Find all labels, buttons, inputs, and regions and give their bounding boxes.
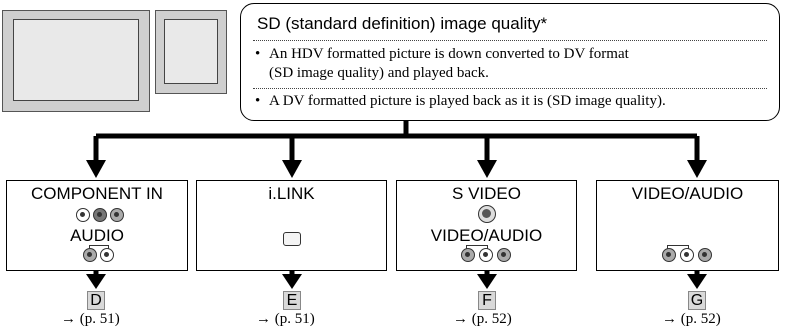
connection-subtitle: AUDIO: [70, 226, 124, 245]
connection-box-svideo: S VIDEO VIDEO/AUDIO: [396, 180, 577, 271]
down-arrow-icon: [282, 160, 302, 178]
bullet-text: A DV formatted picture is played back as…: [269, 93, 666, 109]
audio-jack-icon: [662, 248, 676, 262]
standard-tv-icon: [155, 10, 227, 94]
audio-jack-icon: [461, 248, 475, 262]
audio-jack-icon: [698, 248, 712, 262]
down-arrow-icon: [282, 274, 302, 289]
connection-subtitle: VIDEO/AUDIO: [430, 226, 543, 245]
bullet-text: An HDV formatted picture is down convert…: [269, 46, 629, 62]
page-reference-d[interactable]: → (p. 51): [61, 311, 120, 327]
connection-title: S VIDEO: [452, 184, 521, 203]
section-letter-g[interactable]: G: [688, 291, 706, 310]
audio-jack-icon: [497, 248, 511, 262]
down-arrow-icon: [477, 160, 497, 178]
widescreen-tv-icon: [2, 10, 150, 112]
image-quality-callout: SD (standard definition) image quality* …: [240, 3, 780, 121]
down-arrow-icon: [86, 274, 106, 289]
section-letter-d[interactable]: D: [87, 291, 105, 310]
ilink-port-icon: [283, 232, 301, 246]
connection-box-ilink: i.LINK: [196, 180, 387, 271]
bullet-marker: •: [255, 93, 261, 109]
bullet-hdv: • An HDV formatted picture is down conver…: [255, 45, 775, 83]
connection-box-video-audio: VIDEO/AUDIO: [596, 180, 779, 271]
callout-title: SD (standard definition) image quality*: [257, 14, 548, 33]
connection-box-component: COMPONENT IN AUDIO: [6, 180, 188, 271]
connection-title: VIDEO/AUDIO: [631, 184, 744, 203]
bullet-dv: • A DV formatted picture is played back a…: [255, 92, 775, 111]
tv-screen: [164, 19, 218, 84]
page-reference-f[interactable]: → (p. 52): [453, 311, 512, 327]
page-reference-e[interactable]: → (p. 51): [256, 311, 315, 327]
component-jack-icon: [110, 208, 124, 222]
bullet-marker: •: [255, 46, 261, 62]
down-arrow-icon: [477, 274, 497, 289]
audio-jack-icon: [83, 248, 97, 262]
audio-jack-icon: [100, 248, 114, 262]
down-arrow-icon: [86, 160, 106, 178]
connection-title: i.LINK: [268, 184, 315, 203]
down-arrow-icon: [687, 274, 707, 289]
audio-jack-icon: [479, 248, 493, 262]
section-letter-f[interactable]: F: [478, 291, 496, 310]
tv-screen: [13, 19, 139, 101]
component-jack-icon: [76, 208, 90, 222]
down-arrow-icon: [687, 160, 707, 178]
section-letter-e[interactable]: E: [283, 291, 301, 310]
svideo-port-icon: [478, 205, 496, 223]
divider: [253, 88, 767, 89]
bullet-text-continued: (SD image quality) and played back.: [269, 65, 489, 81]
audio-jack-icon: [680, 248, 694, 262]
component-jack-icon: [93, 208, 107, 222]
page-reference-g[interactable]: → (p. 52): [662, 311, 721, 327]
connection-title: COMPONENT IN: [31, 184, 163, 203]
divider: [253, 40, 767, 41]
